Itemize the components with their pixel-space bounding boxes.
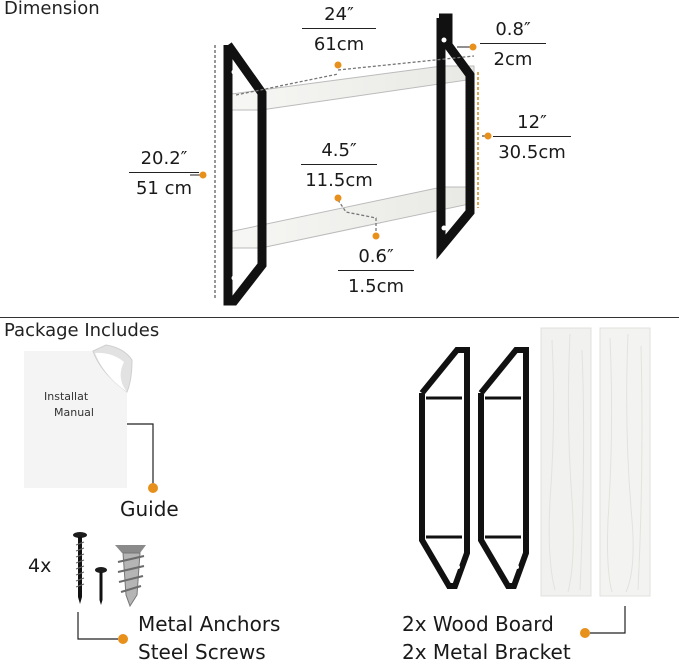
short-screw [95,567,107,605]
spacing-dimension: 12″ 30.5cm [492,114,572,162]
manual-text-2: Manual [54,406,94,419]
measure-guides [214,45,479,300]
width-dimension: 24″ 61cm [300,6,378,54]
screw-count: 4x [28,555,52,577]
shelf-illustration [223,13,475,306]
right-bracket [436,13,475,260]
thickness-imperial: 0.8″ [495,19,531,40]
hardware-leader [77,612,118,640]
depth-imperial: 4.5″ [321,140,357,161]
section-divider [0,317,679,318]
guide-marker [148,483,158,493]
anchors-label: Metal Anchors [138,612,281,636]
height-metric: 51 cm [135,178,193,199]
thickness-metric: 2cm [493,49,533,70]
bracket-holes [231,37,447,281]
package-bracket-left [419,347,470,589]
screws-label: Steel Screws [138,640,266,664]
guide-leader [127,423,154,484]
spacing-rule [493,136,571,137]
metal-anchor [115,545,146,608]
left-bracket [223,42,267,306]
guide-label: Guide [120,497,179,521]
wood-leader [590,606,626,634]
lip-imperial: 0.6″ [358,246,394,267]
wood-marker [580,628,590,638]
lip-dimension: 0.6″ 1.5cm [336,248,416,296]
wood-board-left [540,327,592,597]
dimension-markers [199,43,492,240]
wood-board-right [599,327,651,597]
depth-dimension: 4.5″ 11.5cm [298,142,380,190]
height-dimension: 20.2″ 51 cm [128,150,200,198]
depth-metric: 11.5cm [305,170,373,191]
package-bracket-right [478,347,529,589]
long-screw [73,532,87,604]
width-metric: 61cm [313,34,365,55]
hardware-marker [118,634,128,644]
installation-manual [24,344,133,488]
dimension-title: Dimension [4,0,100,19]
height-rule [129,172,199,173]
lip-metric: 1.5cm [347,276,405,297]
spacing-imperial: 12″ [517,112,547,133]
width-rule [302,28,376,29]
spacing-metric: 30.5cm [498,142,566,163]
width-imperial: 24″ [324,4,354,25]
boards-label: 2x Wood Board [402,612,554,636]
package-title: Package Includes [4,320,160,341]
height-imperial: 20.2″ [140,148,188,169]
manual-text-1: Installat [44,390,89,403]
lip-rule [338,270,414,271]
brackets-label: 2x Metal Bracket [402,640,571,664]
depth-rule [301,164,377,165]
thickness-rule [480,43,546,44]
thickness-dimension: 0.8″ 2cm [480,21,546,69]
